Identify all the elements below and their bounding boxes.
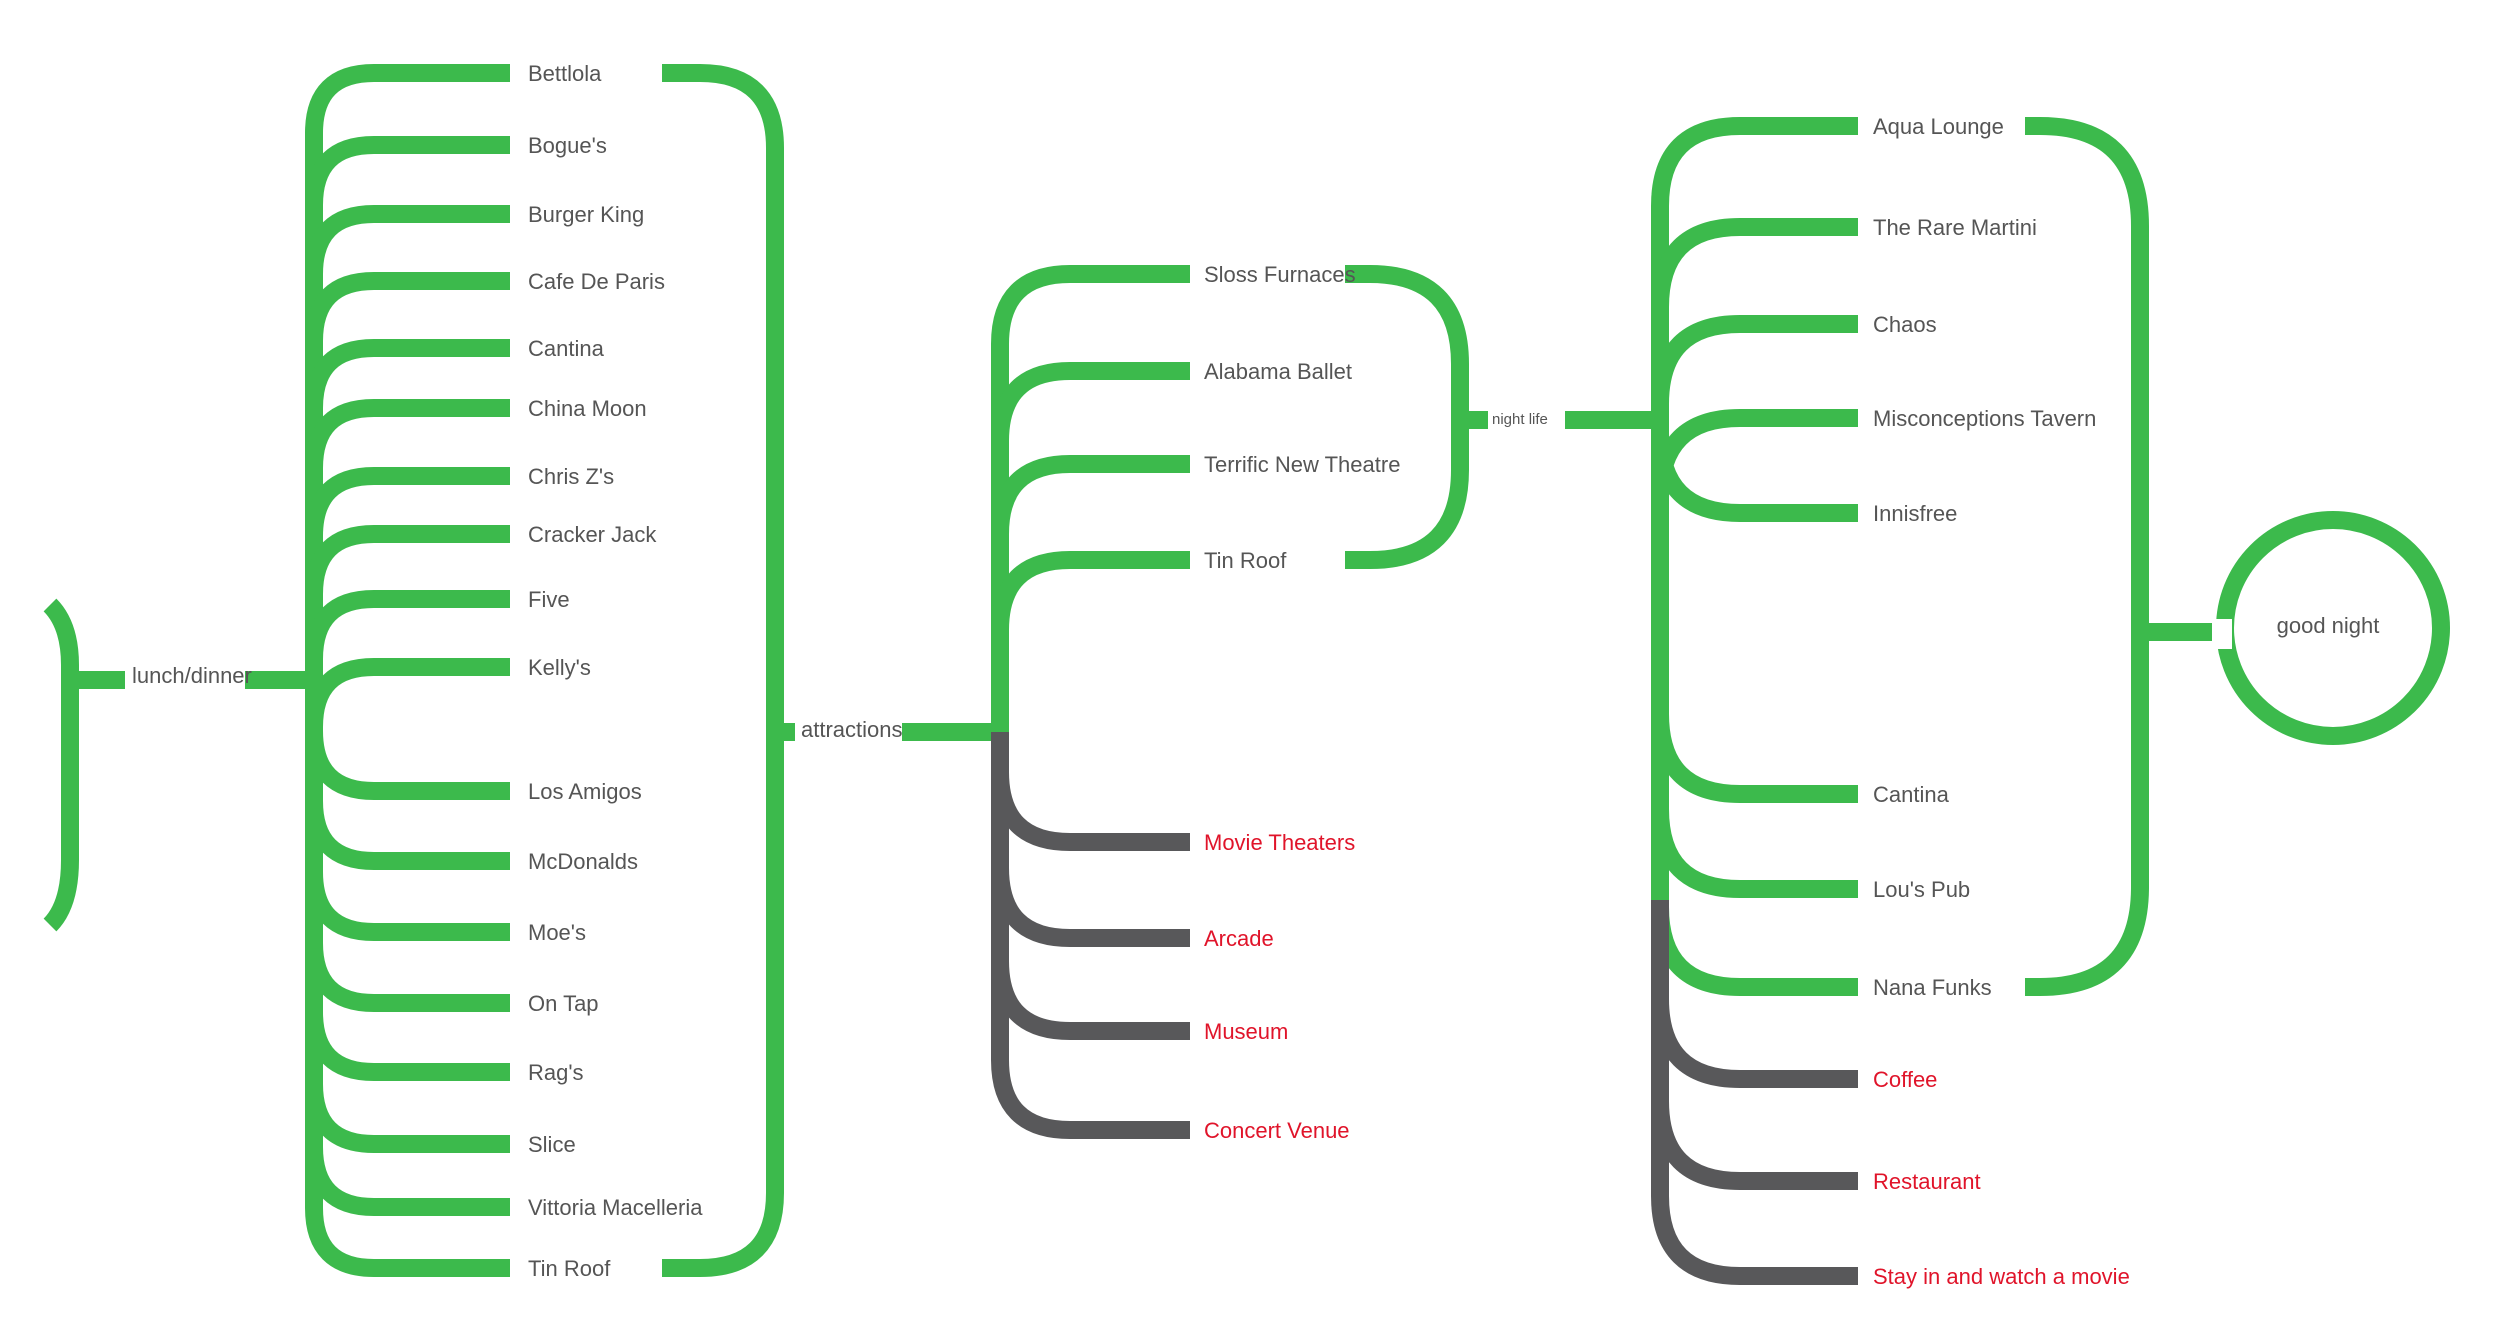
lunch-branch xyxy=(305,467,510,680)
lunch-option-label: Rag's xyxy=(528,1060,584,1085)
attraction-branch xyxy=(991,362,1190,732)
lunch-branch xyxy=(305,64,510,680)
night-alt-label: Stay in and watch a movie xyxy=(1873,1264,2130,1289)
lunch-branch xyxy=(305,136,510,680)
hub-label-night-life: night life xyxy=(1492,411,1548,428)
lunch-option-label: McDonalds xyxy=(528,849,638,874)
attraction-alt-branch xyxy=(991,732,1190,1139)
lunch-option-label: Tin Roof xyxy=(528,1256,611,1281)
lunch-branch xyxy=(305,272,510,680)
night-option-label: Lou's Pub xyxy=(1873,877,1970,902)
lunch-option-label: Bettlola xyxy=(528,61,602,86)
lunch-option-label: Chris Z's xyxy=(528,464,614,489)
night-alt-label: Restaurant xyxy=(1873,1169,1981,1194)
lunch-option-label: Bogue's xyxy=(528,133,607,158)
lunch-option-label: Burger King xyxy=(528,202,644,227)
lunch-option-label: On Tap xyxy=(528,991,599,1016)
night-option-label: Innisfree xyxy=(1873,501,1957,526)
night-alt-branch xyxy=(1651,880,1858,1285)
night-option-label: Chaos xyxy=(1873,312,1937,337)
night-option-label: Misconceptions Tavern xyxy=(1873,406,2096,431)
attraction-option-label: Sloss Furnaces xyxy=(1204,262,1356,287)
night-alt-label: Coffee xyxy=(1873,1067,1937,1092)
lunch-option-label: Moe's xyxy=(528,920,586,945)
night-option-label: Cantina xyxy=(1873,782,1950,807)
connector-lines xyxy=(43,64,2450,1285)
night-bracket xyxy=(2025,117,2149,996)
attraction-alt-label: Museum xyxy=(1204,1019,1288,1044)
lunch-branch xyxy=(305,205,510,680)
night-branch xyxy=(1651,117,1858,420)
attraction-alt-label: Arcade xyxy=(1204,926,1274,951)
attraction-option-label: Tin Roof xyxy=(1204,548,1287,573)
hub-label-lunch-dinner: lunch/dinner xyxy=(132,663,252,688)
lunch-branch xyxy=(305,399,510,680)
lunch-bracket xyxy=(662,64,784,1277)
lunch-option-label: Cantina xyxy=(528,336,605,361)
left-partial-bracket xyxy=(43,598,79,932)
night-branch xyxy=(1651,315,1858,420)
attraction-branch xyxy=(991,455,1190,732)
lunch-option-label: Slice xyxy=(528,1132,576,1157)
hub-label-attractions: attractions xyxy=(801,717,903,742)
attraction-option-label: Alabama Ballet xyxy=(1204,359,1352,384)
attraction-option-label: Terrific New Theatre xyxy=(1204,452,1400,477)
lunch-branch xyxy=(305,590,510,680)
lunch-branch xyxy=(305,339,510,680)
night-option-label: The Rare Martini xyxy=(1873,215,2037,240)
lunch-branch xyxy=(305,525,510,680)
circle-gap xyxy=(2212,619,2232,649)
lunch-option-label: Cafe De Paris xyxy=(528,269,665,294)
lunch-option-label: Los Amigos xyxy=(528,779,642,804)
lunch-option-label: Cracker Jack xyxy=(528,522,657,547)
attraction-branch xyxy=(991,551,1190,732)
attraction-branch xyxy=(991,265,1190,732)
night-branch xyxy=(1651,218,1858,420)
lunch-option-label: Five xyxy=(528,587,570,612)
lunch-option-label: Vittoria Macelleria xyxy=(528,1195,703,1220)
lunch-option-label: Kelly's xyxy=(528,655,591,680)
lunch-option-label: China Moon xyxy=(528,396,647,421)
night-option-label: Aqua Lounge xyxy=(1873,114,2004,139)
hub-label-good-night: good night xyxy=(2277,613,2380,638)
attraction-alt-label: Movie Theaters xyxy=(1204,830,1355,855)
lunch-branch xyxy=(305,680,510,1277)
attraction-alt-label: Concert Venue xyxy=(1204,1118,1350,1143)
night-option-label: Nana Funks xyxy=(1873,975,1992,1000)
